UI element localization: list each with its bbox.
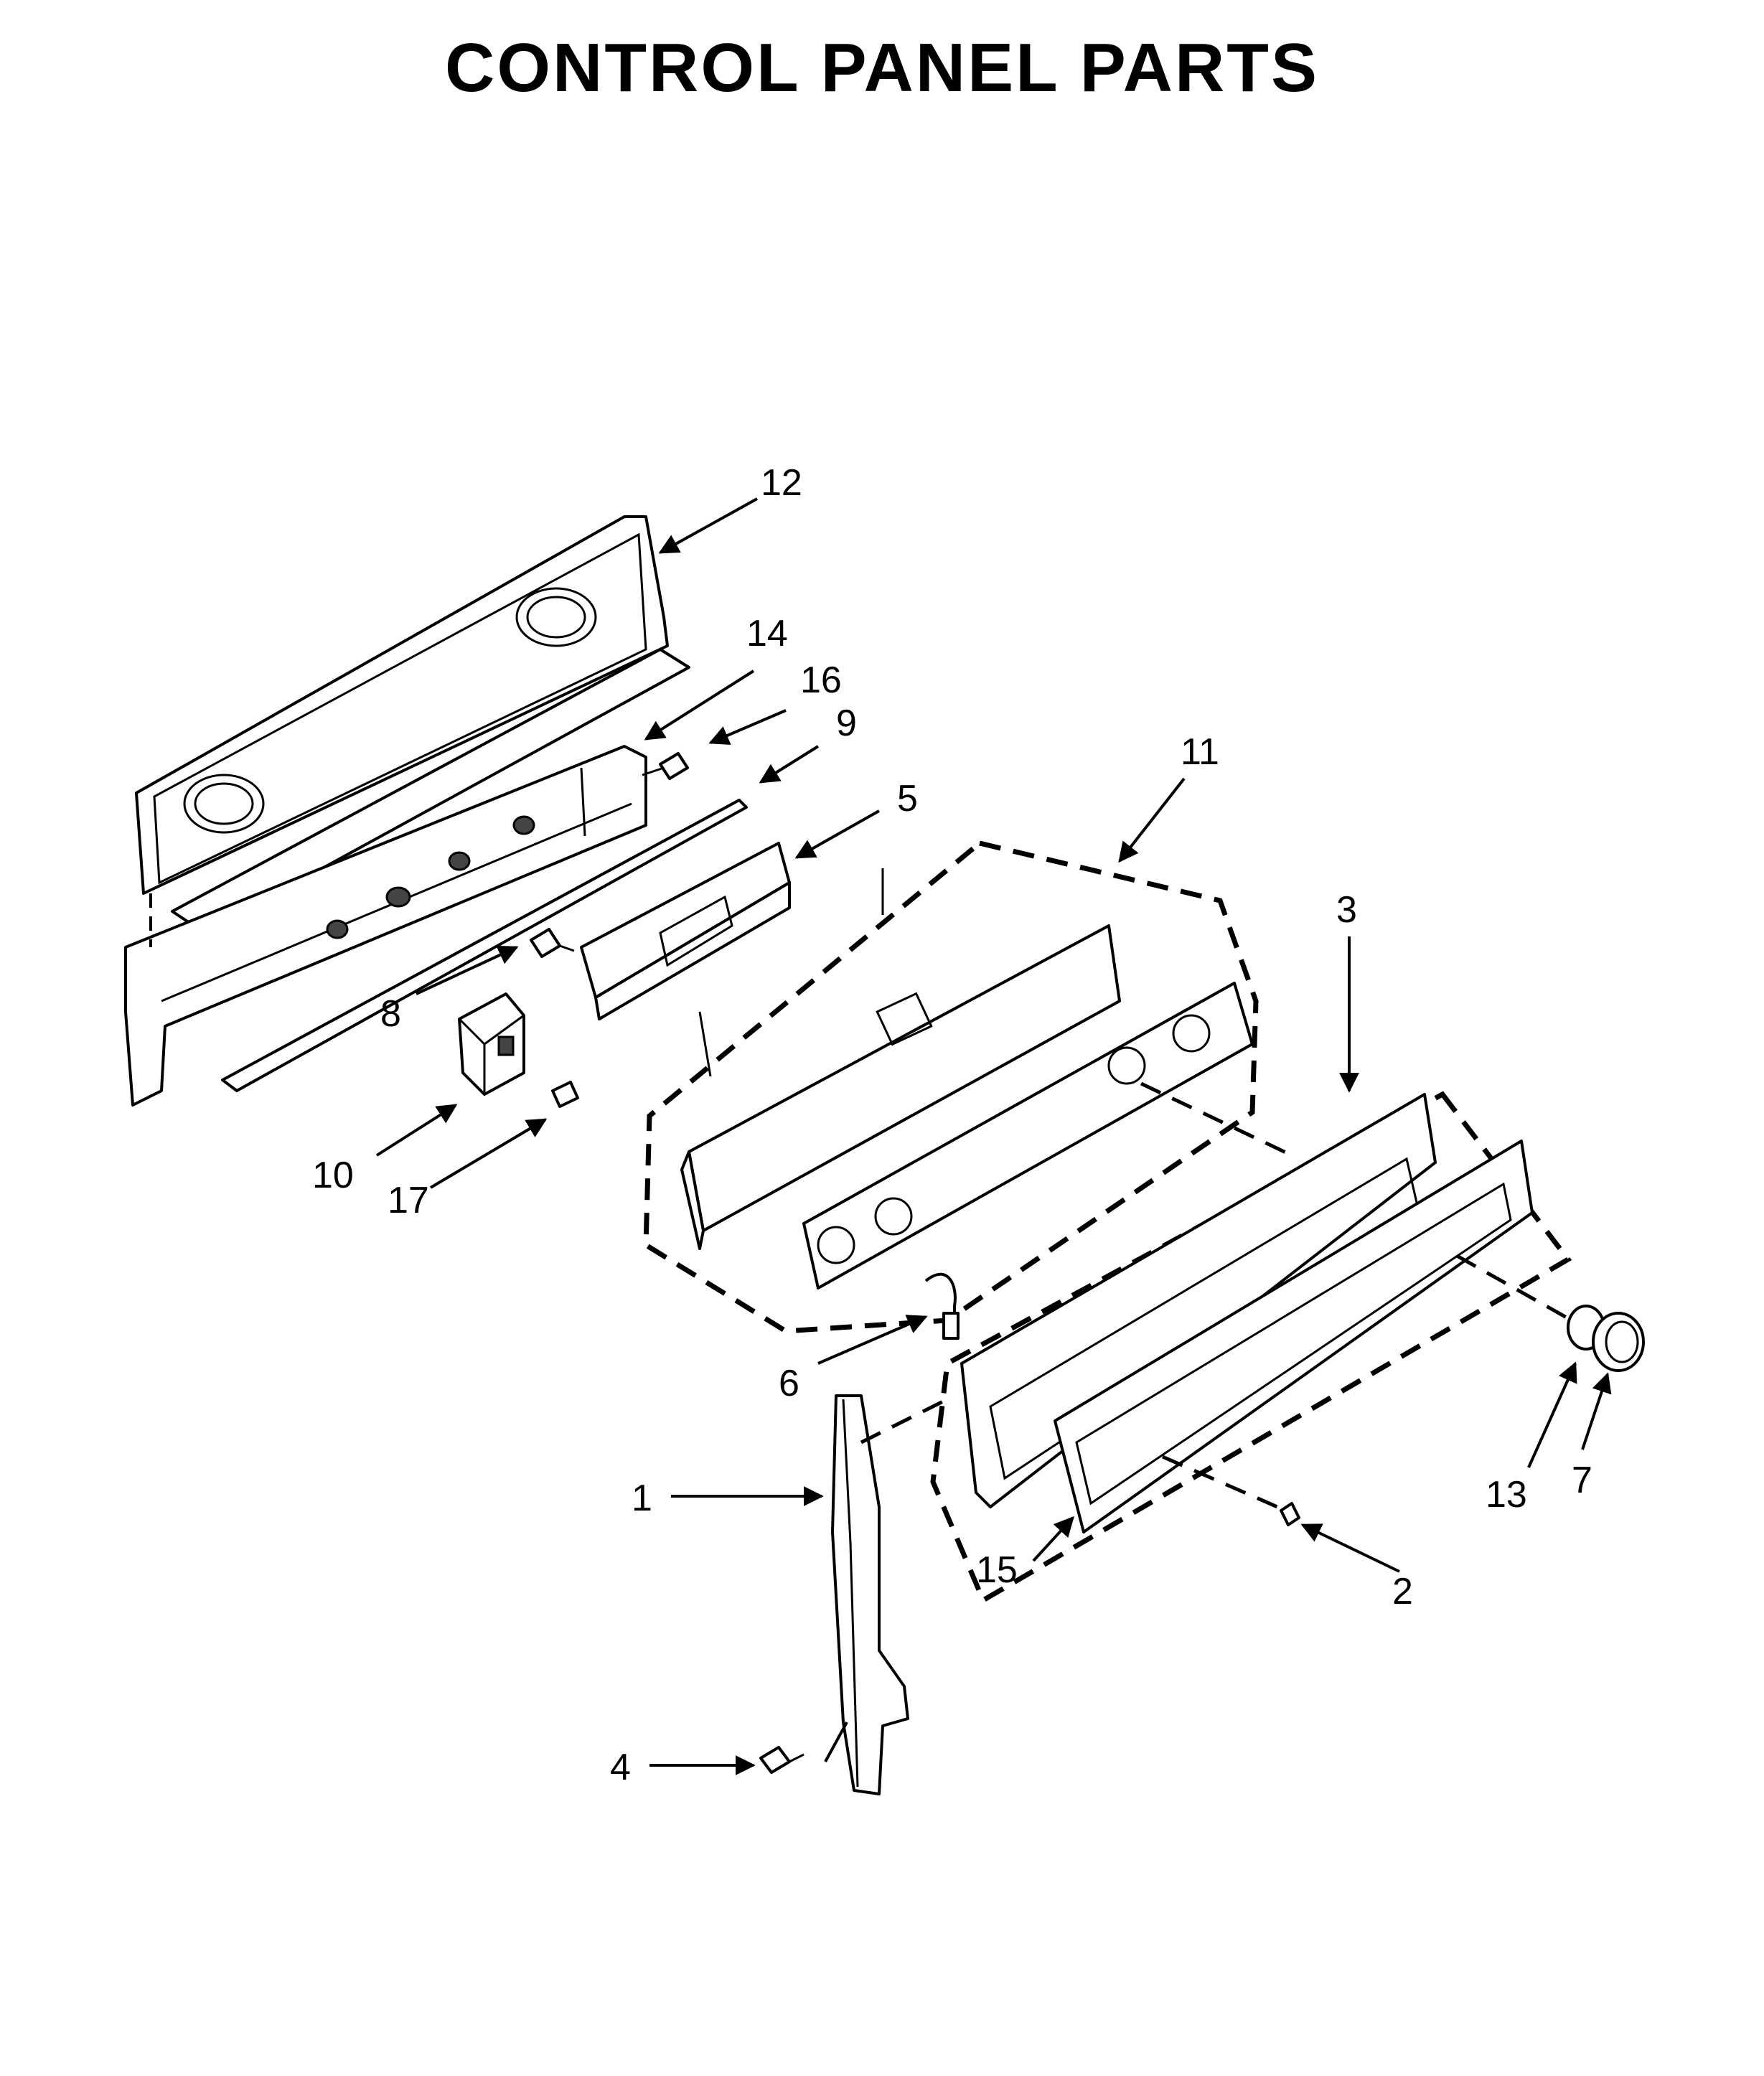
callout-1: 1	[632, 1478, 652, 1519]
guide-lines	[860, 1081, 1573, 1509]
callout-2: 2	[1392, 1571, 1413, 1612]
callout-13: 13	[1486, 1474, 1527, 1516]
part-1-side-endcap[interactable]	[824, 1394, 909, 1795]
part-6-wire-harness[interactable]	[924, 1272, 960, 1340]
part-5-control-board[interactable]	[580, 842, 791, 1020]
part-15-glass-frame[interactable]	[1054, 1140, 1534, 1533]
part-12-console-shroud[interactable]	[135, 515, 690, 934]
part-16-screw[interactable]	[642, 752, 689, 780]
part-7-knob[interactable]	[1592, 1312, 1645, 1372]
callout-15: 15	[976, 1549, 1018, 1591]
part-17-screw[interactable]	[551, 1081, 579, 1108]
callout-labels: 1 2 3 4 5 6 7 8 9 10 11 12 13 14 15 16 1…	[312, 462, 1592, 1788]
callout-10: 10	[312, 1155, 354, 1196]
part-2-screw[interactable]	[1280, 1502, 1300, 1526]
callout-14: 14	[746, 613, 788, 654]
callout-7: 7	[1572, 1460, 1592, 1501]
part-8-screw[interactable]	[530, 928, 575, 958]
callout-9: 9	[836, 703, 857, 744]
part-4-screw[interactable]	[759, 1746, 804, 1774]
part-14-bracket[interactable]	[124, 745, 647, 1107]
leader-arrows	[375, 497, 1612, 1775]
callout-3: 3	[1336, 889, 1357, 931]
part-11-control-panel[interactable]	[680, 868, 1254, 1290]
callout-8: 8	[380, 993, 401, 1035]
callout-17: 17	[388, 1180, 429, 1221]
callout-12: 12	[761, 462, 802, 504]
callout-16: 16	[800, 659, 842, 701]
part-3-assembly-outline	[930, 1091, 1572, 1605]
part-9-trim-strip[interactable]	[221, 799, 748, 1092]
callout-5: 5	[897, 778, 918, 819]
callout-6: 6	[779, 1363, 799, 1404]
callout-4: 4	[610, 1747, 631, 1788]
diagram-title: CONTROL PANEL PARTS	[445, 29, 1319, 106]
callout-11: 11	[1181, 731, 1219, 773]
part-10-switch[interactable]	[458, 992, 525, 1096]
